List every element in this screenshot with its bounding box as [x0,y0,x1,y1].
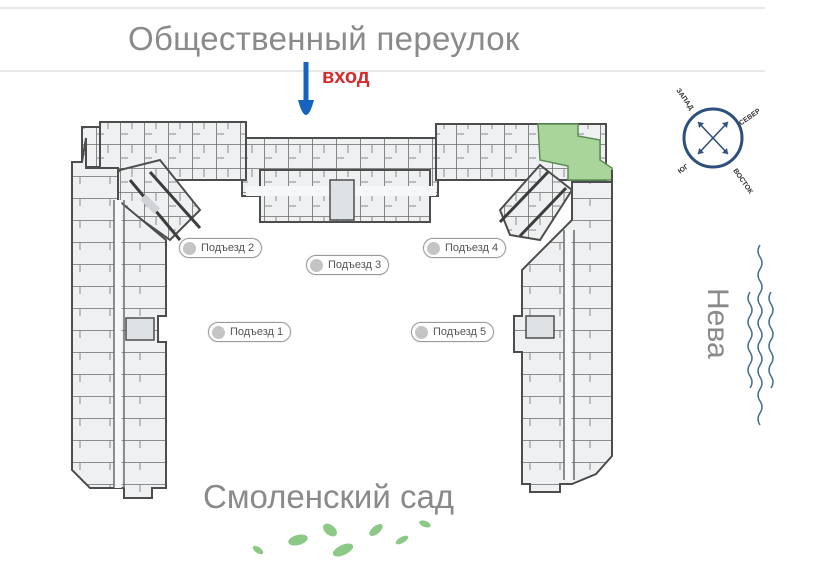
garden-label: Смоленский сад [203,478,455,515]
street-name-label: Общественный переулок [128,20,520,57]
river-label: Нева [701,288,734,359]
entrance-label: вход [322,66,370,88]
entrance-arrow-icon [298,62,314,115]
entrance-marker-label: Подъезд 1 [230,326,284,338]
entrance-marker-label: Подъезд 5 [433,326,487,338]
entrance-marker-3[interactable]: Подъезд 3 [306,255,390,275]
entrance-dot-icon [212,325,225,339]
entrance-dot-icon [427,241,440,255]
leaves-decoration-icon [252,520,431,557]
right-stair-core [498,163,574,242]
highlighted-apartment [537,123,613,181]
right-wing [513,170,613,493]
entrance-dot-icon [183,241,196,255]
entrance-dot-icon [310,258,323,272]
left-wing [71,137,167,499]
entrance-dot-icon [415,325,428,339]
entrance-marker-label: Подъезд 3 [328,259,382,271]
entrance-marker-4[interactable]: Подъезд 4 [423,238,507,258]
entrance-marker-label: Подъезд 2 [201,242,255,254]
entrance-marker-2[interactable]: Подъезд 2 [179,238,263,258]
entrance-marker-1[interactable]: Подъезд 1 [208,322,292,342]
entrance-marker-label: Подъезд 4 [445,242,499,254]
top-border-line [0,7,765,9]
compass-icon [682,107,744,169]
entrance-marker-5[interactable]: Подъезд 5 [411,322,495,342]
street-border-line [0,70,765,72]
river-waves-icon [747,244,774,426]
left-stair-core [98,158,202,242]
